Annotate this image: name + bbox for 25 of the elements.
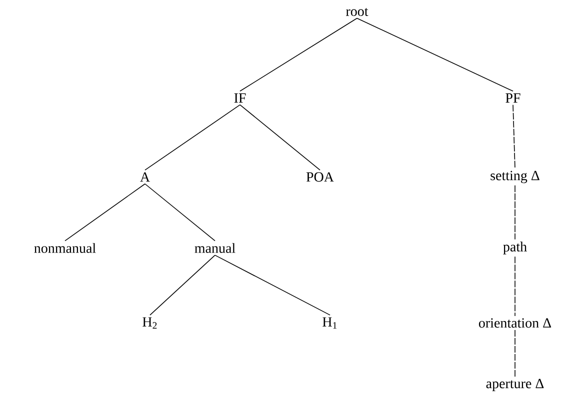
tree-label: aperture Δ (486, 378, 544, 392)
tree-label: A (140, 172, 150, 182)
branch-line (514, 256, 516, 316)
branch-line (240, 18, 358, 92)
branch-line (356, 18, 514, 92)
tree-label: path (503, 242, 527, 254)
tree-label: setting Δ (490, 170, 540, 184)
tree-label: H$_{1}$ (322, 317, 337, 329)
tree-label: POA (306, 172, 334, 182)
tree-label: orientation Δ (478, 318, 552, 328)
tree-label: PF (506, 93, 520, 103)
branch-line (514, 185, 516, 240)
tree-label: nonmanual (34, 243, 96, 253)
tree-label: manual (194, 243, 236, 253)
branch-line (512, 104, 516, 169)
branch-line (514, 330, 516, 377)
branch-line (144, 183, 216, 242)
branch-line (240, 104, 320, 170)
branch-line (150, 254, 216, 316)
tree-label: IF (234, 93, 246, 103)
branch-line (144, 104, 240, 170)
tree-label: root (346, 8, 368, 16)
tree-label: H$_{2}$ (142, 317, 157, 329)
branch-line (214, 254, 330, 316)
branch-line (64, 183, 146, 242)
